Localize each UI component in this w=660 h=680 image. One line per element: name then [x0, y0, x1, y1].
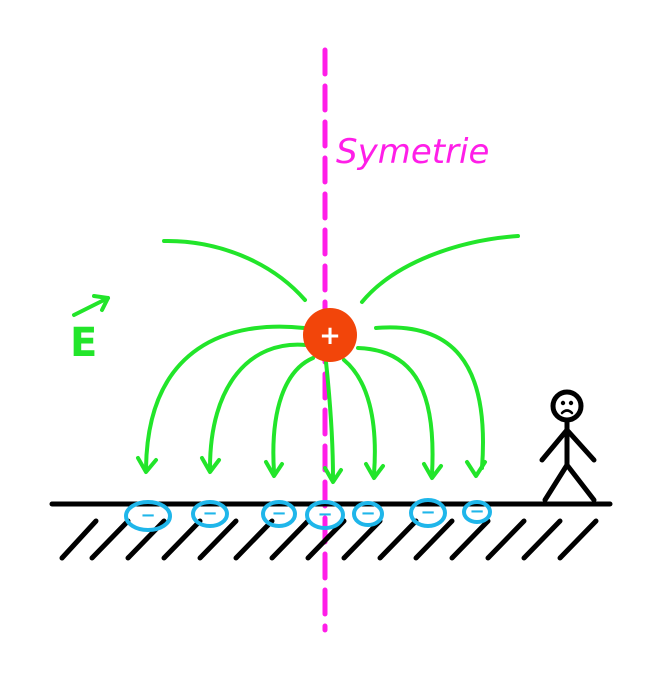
person-arm-left [539, 427, 570, 463]
field-vector-arrow-shaft [72, 296, 110, 317]
person-arm-right [564, 427, 597, 463]
field-line-5-head [364, 462, 385, 480]
field-lines [136, 234, 520, 484]
field-vector-arrow-head [92, 294, 110, 312]
person-head [550, 389, 584, 423]
induced-charge-sign: − [317, 504, 332, 525]
induced-charge-sign: − [140, 505, 155, 526]
induced-charge-7: − [462, 500, 492, 524]
field-line-6 [356, 346, 435, 476]
hatch-14 [521, 518, 563, 561]
person-leg-right [564, 462, 597, 503]
hatch-5 [197, 518, 239, 561]
field-line-upper-left [162, 238, 307, 302]
field-line-3-head [264, 460, 284, 478]
person-mouth [560, 409, 574, 415]
person-eye-right [568, 400, 574, 406]
induced-charge-sign: − [360, 503, 375, 524]
induced-charge-sign: − [202, 503, 217, 524]
field-line-6-head [422, 462, 443, 480]
hatch-9 [341, 518, 383, 561]
induced-charge-1: − [124, 500, 172, 532]
field-line-1 [144, 324, 306, 470]
induced-charge-sign: − [271, 503, 286, 524]
induced-charge-sign: − [469, 501, 484, 522]
hatch-8 [305, 518, 347, 561]
field-line-7-head [465, 460, 487, 478]
induced-charges: − − − − − − − [124, 498, 492, 532]
person-eye-left [560, 400, 566, 406]
hatch-1 [59, 518, 99, 561]
induced-charge-3: − [261, 500, 297, 528]
stick-figure-worried-icon [539, 389, 597, 503]
hatch-15 [557, 518, 599, 561]
field-label: E [70, 320, 97, 366]
hatch-6 [233, 518, 275, 561]
hatch-7 [269, 518, 311, 561]
field-line-upper-right [360, 234, 520, 304]
person-leg-left [542, 462, 570, 503]
field-line-7 [374, 325, 485, 470]
field-line-2-head [200, 456, 221, 474]
induced-charge-2: − [191, 500, 229, 528]
induced-charge-sign: − [420, 502, 435, 523]
field-line-3 [271, 356, 315, 474]
field-line-2 [208, 342, 308, 470]
field-label-group: E [70, 294, 110, 366]
induced-charge-6: − [409, 498, 447, 528]
induced-charge-4: − [305, 500, 345, 530]
field-line-4-head [323, 466, 343, 484]
hatch-2 [89, 518, 131, 561]
field-line-4 [324, 360, 335, 480]
point-charge-sign: + [319, 321, 341, 351]
hatch-10 [377, 518, 419, 561]
induced-charge-5: − [352, 501, 384, 527]
field-line-1-head [136, 456, 158, 474]
hatch-4 [161, 518, 203, 561]
point-charge-circle [303, 308, 357, 362]
hatch-13 [485, 518, 527, 561]
hatch-12 [449, 518, 491, 561]
point-charge: + [303, 308, 357, 362]
symmetry-label: Symetrie [336, 132, 489, 172]
field-line-5 [342, 358, 377, 476]
hatch-11 [413, 518, 455, 561]
